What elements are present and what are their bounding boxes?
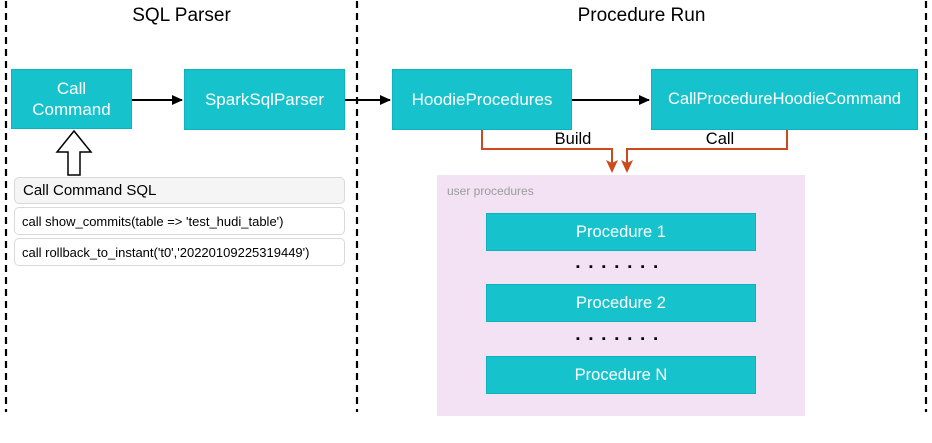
node-procedure-2: Procedure 2 (486, 284, 756, 322)
sql-panel-header: Call Command SQL (14, 177, 345, 204)
node-procedure-1: Procedure 1 (486, 213, 756, 251)
edge-label-call: Call (705, 130, 735, 148)
sql-to-callcommand-arrow (55, 129, 93, 176)
node-hoodie-procedures: HoodieProcedures (392, 69, 572, 130)
section-title-procedure-run: Procedure Run (577, 5, 706, 26)
section-title-sql-parser: SQL Parser (132, 5, 231, 26)
node-spark-sql-parser: SparkSqlParser (184, 69, 345, 130)
sql-example-rollback-to-instant: call rollback_to_instant('t0','202201092… (14, 238, 345, 266)
call-command-sql-panel: Call Command SQL call show_commits(table… (14, 177, 345, 266)
node-call-procedure-hoodie-command: CallProcedureHoodieCommand (651, 69, 918, 130)
procedures-ellipsis-2: ▪ ▪ ▪ ▪ ▪ ▪ ▪ (576, 333, 661, 345)
node-call-command: Call Command (11, 69, 132, 129)
sql-example-show-commits: call show_commits(table => 'test_hudi_ta… (14, 207, 345, 235)
node-procedure-n: Procedure N (486, 356, 756, 394)
user-procedures-container: user procedures Procedure 1 ▪ ▪ ▪ ▪ ▪ ▪ … (437, 175, 805, 416)
edge-label-build: Build (554, 130, 592, 148)
user-procedures-label: user procedures (447, 184, 534, 198)
procedures-ellipsis-1: ▪ ▪ ▪ ▪ ▪ ▪ ▪ (576, 261, 661, 273)
